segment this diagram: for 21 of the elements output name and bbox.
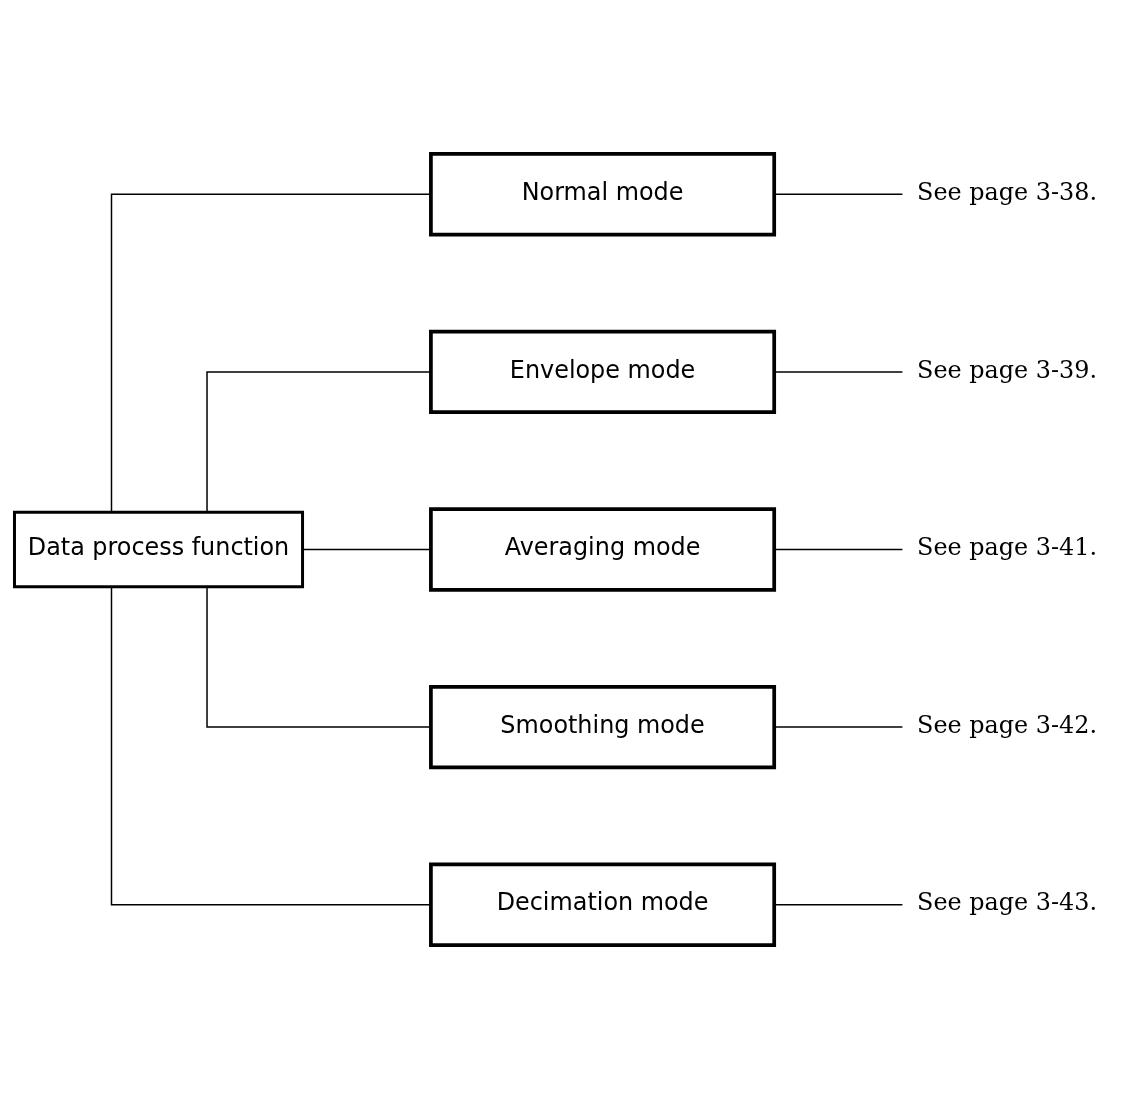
- node-box: Averaging mode: [429, 507, 777, 592]
- node-text: See page 3-39.: [917, 355, 1098, 384]
- node-text: See page 3-43.: [917, 888, 1098, 917]
- connector: [301, 548, 432, 551]
- connector: [110, 193, 432, 513]
- node-box: Envelope mode: [429, 329, 777, 415]
- connector: [773, 548, 904, 551]
- node-text: See page 3-38.: [917, 177, 1098, 206]
- connector: [773, 371, 904, 373]
- connector: [773, 193, 904, 195]
- node-box: Decimation mode: [429, 862, 777, 947]
- connector: [773, 904, 904, 906]
- connector: [773, 726, 904, 728]
- node-box: Data process function: [13, 510, 305, 589]
- node-box: Smoothing mode: [429, 684, 777, 770]
- connector: [110, 586, 432, 906]
- node-text: See page 3-41.: [917, 533, 1098, 562]
- connector: [206, 371, 432, 513]
- connector: [206, 586, 432, 728]
- node-text: See page 3-42.: [917, 710, 1098, 739]
- node-box: Normal mode: [429, 152, 777, 237]
